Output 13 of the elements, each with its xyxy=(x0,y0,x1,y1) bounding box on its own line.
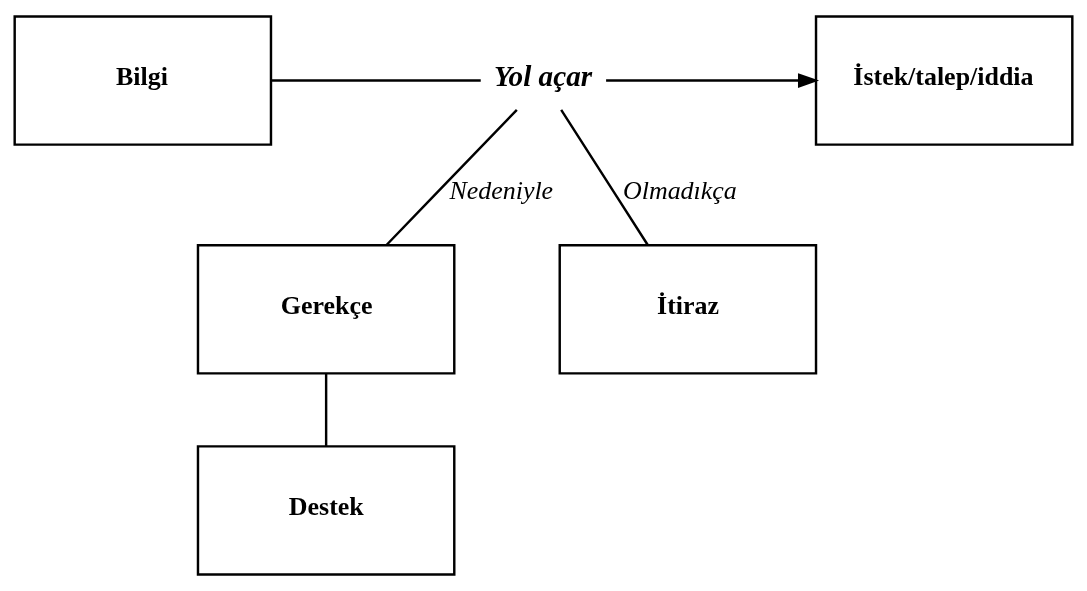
edge-label: Nedeniyle xyxy=(449,176,554,206)
node-box: Gerekçe xyxy=(196,244,456,375)
node-box: Bilgi xyxy=(13,15,273,146)
node-box: İstek/talep/iddia xyxy=(814,15,1074,146)
connector xyxy=(560,109,649,246)
connector xyxy=(324,373,328,446)
node-box: Destek xyxy=(196,445,456,576)
connector xyxy=(385,109,518,246)
connector xyxy=(271,79,481,82)
node-text: Yol açar xyxy=(494,60,593,93)
arrow xyxy=(606,73,820,88)
edge-label: Olmadıkça xyxy=(622,176,737,206)
node-box: İtiraz xyxy=(558,244,818,375)
